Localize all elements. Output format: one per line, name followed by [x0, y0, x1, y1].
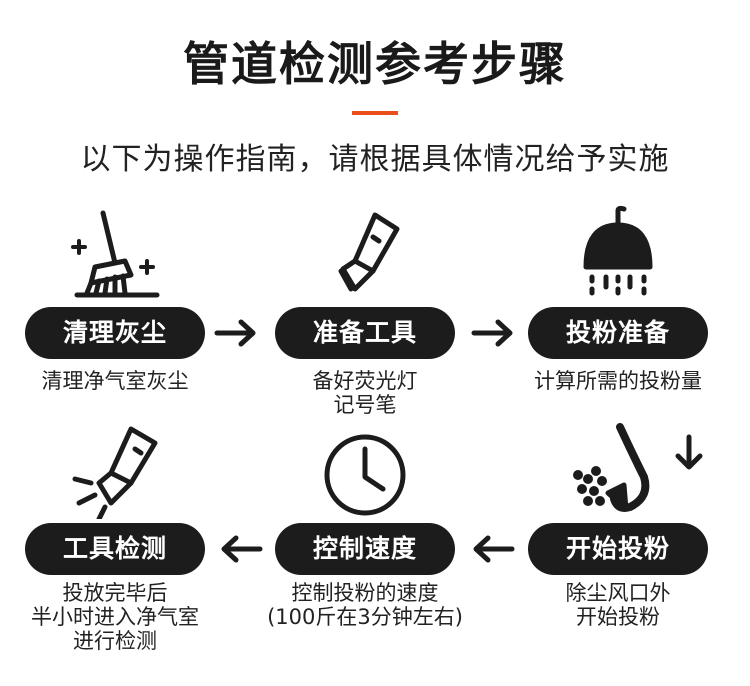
step-check-desc: 投放完毕后 半小时进入净气室 进行检测 — [31, 581, 199, 653]
step-powder-prep-desc: 计算所需的投粉量 — [534, 369, 702, 393]
page-title: 管道检测参考步骤 — [183, 37, 567, 91]
broom-icon — [65, 205, 165, 301]
flashlight-icon — [315, 205, 415, 301]
arrow-left-icon — [218, 534, 264, 564]
clock-icon — [315, 427, 415, 523]
page-subtitle: 以下为操作指南，请根据具体情况给予实施 — [80, 142, 670, 177]
step-start-desc: 除尘风口外 开始投粉 — [565, 581, 671, 629]
arrow-down-icon — [672, 433, 706, 473]
step-prepare-label: 准备工具 — [275, 307, 455, 359]
arrow-right-icon — [213, 318, 259, 348]
step-check-label: 工具检测 — [25, 523, 205, 575]
shower-head-icon — [568, 205, 668, 301]
flashlight-lit-icon — [65, 423, 165, 522]
arrow-right-icon — [470, 318, 516, 348]
step-speed-desc: 控制投粉的速度 (100斤在3分钟左右) — [267, 581, 463, 629]
spray-pipe-icon — [568, 423, 668, 519]
step-clean-desc: 清理净气室灰尘 — [41, 369, 189, 393]
step-powder-prep-label: 投粉准备 — [528, 307, 708, 359]
step-start-label: 开始投粉 — [528, 523, 708, 575]
step-clean-label: 清理灰尘 — [25, 307, 205, 359]
step-speed-label: 控制速度 — [275, 523, 455, 575]
step-prepare-desc: 备好荧光灯 记号笔 — [312, 369, 418, 417]
arrow-left-icon — [470, 534, 516, 564]
title-accent-bar — [352, 111, 398, 115]
